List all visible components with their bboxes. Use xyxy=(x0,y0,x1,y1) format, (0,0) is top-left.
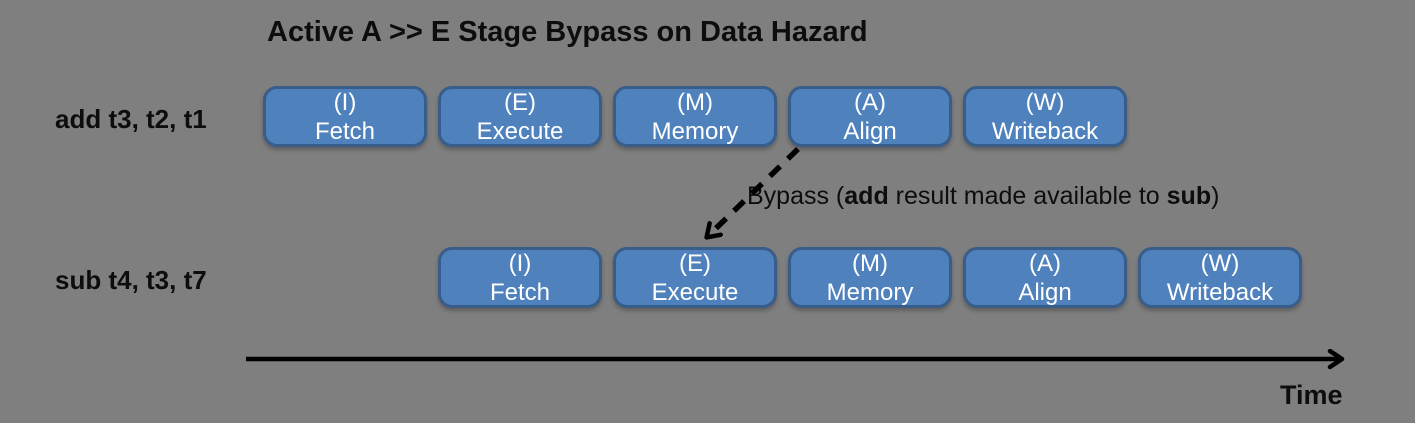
stage-box-add-writeback: (W) Writeback xyxy=(963,86,1127,147)
stage-abbr: (I) xyxy=(508,249,532,277)
stage-name: Execute xyxy=(476,117,564,145)
stage-box-sub-align: (A) Align xyxy=(963,247,1127,308)
stage-name: Align xyxy=(843,117,897,145)
stage-abbr: (W) xyxy=(1025,88,1065,116)
stage-abbr: (A) xyxy=(854,88,886,116)
time-axis-label: Time xyxy=(1280,380,1343,410)
stage-box-add-execute: (E) Execute xyxy=(438,86,602,147)
stage-box-sub-fetch: (I) Fetch xyxy=(438,247,602,308)
stage-box-sub-execute: (E) Execute xyxy=(613,247,777,308)
instruction-label-sub: sub t4, t3, t7 xyxy=(55,265,207,295)
stage-box-add-align: (A) Align xyxy=(788,86,952,147)
bypass-text-prefix: Bypass ( xyxy=(747,182,845,210)
stage-name: Writeback xyxy=(991,117,1099,145)
stage-name: Fetch xyxy=(314,117,376,145)
stage-abbr: (A) xyxy=(1029,249,1061,277)
stage-abbr: (I) xyxy=(333,88,357,116)
stage-box-sub-writeback: (W) Writeback xyxy=(1138,247,1302,308)
stage-abbr: (W) xyxy=(1200,249,1240,277)
stage-abbr: (M) xyxy=(852,249,888,277)
stage-name: Align xyxy=(1018,278,1072,306)
stage-box-add-fetch: (I) Fetch xyxy=(263,86,427,147)
stage-abbr: (M) xyxy=(677,88,713,116)
bypass-text-sub: sub xyxy=(1166,182,1212,210)
bypass-annotation: Bypass (add result made available to sub… xyxy=(747,182,1219,211)
stage-name: Fetch xyxy=(489,278,551,306)
diagram-title: Active A >> E Stage Bypass on Data Hazar… xyxy=(267,16,868,48)
stage-box-sub-memory: (M) Memory xyxy=(788,247,952,308)
bypass-text-add: add xyxy=(844,182,889,210)
bypass-text-middle: result made available to xyxy=(888,182,1167,210)
instruction-label-add: add t3, t2, t1 xyxy=(55,104,207,134)
stage-abbr: (E) xyxy=(679,249,711,277)
stage-name: Memory xyxy=(826,278,914,306)
stage-name: Writeback xyxy=(1166,278,1274,306)
stage-name: Execute xyxy=(651,278,739,306)
stage-name: Memory xyxy=(651,117,739,145)
bypass-text-suffix: ) xyxy=(1211,182,1220,210)
stage-abbr: (E) xyxy=(504,88,536,116)
stage-box-add-memory: (M) Memory xyxy=(613,86,777,147)
